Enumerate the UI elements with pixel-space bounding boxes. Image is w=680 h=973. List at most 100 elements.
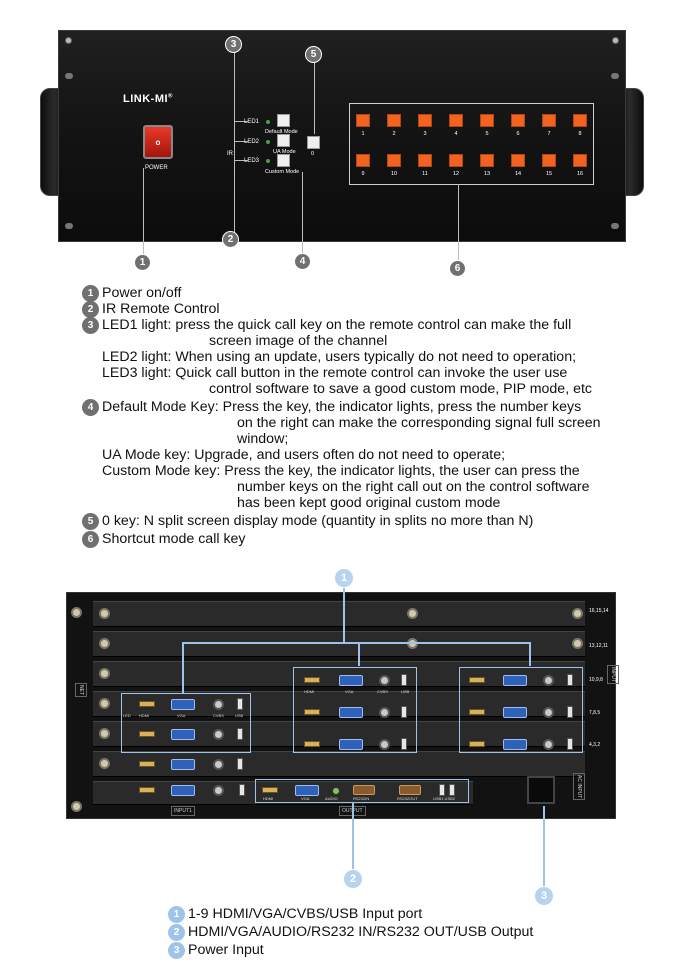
default-mode-label: Default Mode (265, 129, 298, 135)
legend-text: Power on/off (102, 285, 182, 301)
usb-port (237, 698, 243, 710)
legend-badge: 5 (82, 513, 99, 530)
custom-mode-desc: Custom Mode key: Press the key, the indi… (102, 463, 580, 479)
hdmi-port (139, 701, 155, 707)
rear-legend-item-3: 3 Power Input (168, 941, 533, 959)
legend-badge: 2 (168, 924, 185, 941)
cvbs-port (543, 675, 554, 686)
vga-port (339, 675, 363, 686)
rear-screw (99, 668, 110, 679)
vga-port (503, 707, 527, 718)
power-label: POWER (145, 165, 168, 171)
hdmi-port (304, 741, 320, 747)
port-label: HDMI (304, 689, 315, 694)
legend-badge: 3 (168, 942, 185, 959)
callout-line (182, 642, 530, 644)
legend-item-3: 3 LED1 light: press the quick call key o… (82, 317, 662, 397)
default-mode-desc-cont: on the right can make the corresponding … (237, 415, 601, 431)
shortcut-key-label: 9 (361, 171, 365, 177)
legend-item-5: 5 0 key: N split screen display mode (qu… (82, 513, 662, 530)
shortcut-key-label: 6 (516, 131, 520, 137)
port-label: LED (123, 713, 131, 718)
hdmi-port (139, 787, 155, 793)
shortcut-keys-panel: 1 2 3 4 5 6 7 8 9 10 11 12 13 (349, 103, 594, 185)
shortcut-key-label: 14 (514, 171, 522, 177)
usb-port (237, 758, 243, 770)
vga-output-port (295, 785, 319, 796)
callout-line (182, 642, 184, 694)
shortcut-key (542, 154, 556, 167)
output-highlight-box (255, 779, 469, 803)
cvbs-port (379, 739, 390, 750)
cvbs-port (213, 785, 224, 796)
rear-screw (99, 698, 110, 709)
callout-badge-5: 5 (305, 46, 322, 63)
shortcut-key-label: 7 (547, 131, 551, 137)
rs232-in-port (353, 785, 375, 795)
port-label: VGA (345, 689, 354, 694)
slot-row (93, 751, 585, 777)
default-mode-key (277, 114, 290, 127)
rs232-out-port (399, 785, 421, 795)
port-label: USB (235, 713, 244, 718)
input1-label: INPUT1 (171, 806, 195, 816)
row-label: 16,15,14 (589, 608, 609, 614)
panel-screw (65, 37, 72, 44)
led1-label: LED1 (244, 119, 260, 125)
port-label: RS232OUT (397, 796, 418, 801)
zero-key (307, 136, 320, 149)
port-label: AUDIO (325, 796, 338, 801)
callout-badge-1: 1 (134, 254, 151, 271)
shortcut-key-label: 15 (545, 171, 553, 177)
hdmi-port (469, 709, 485, 715)
port-label: HDMI (139, 713, 150, 718)
legend-item-2: 2 IR Remote Control (82, 301, 662, 318)
front-panel: LINK-MI® o POWER IR LED1 LED2 LED3 Defau… (58, 30, 626, 242)
slot-row (93, 631, 585, 657)
shortcut-key (418, 154, 432, 167)
port-label: VGA (177, 713, 186, 718)
callout-line (458, 184, 459, 260)
hdmi-port (139, 761, 155, 767)
rack-hole (611, 73, 619, 79)
front-panel-diagram: LINK-MI® o POWER IR LED1 LED2 LED3 Defau… (40, 30, 644, 242)
callout-badge-6: 6 (449, 260, 466, 277)
led3-indicator (266, 159, 270, 163)
callout-line (543, 806, 545, 888)
vga-port (503, 675, 527, 686)
shortcut-key (418, 114, 432, 127)
legend-text: Power Input (188, 942, 264, 958)
input-highlight-box (459, 667, 583, 753)
rear-screw (407, 638, 418, 649)
input-highlight-box (293, 667, 417, 753)
shortcut-key-label: 5 (485, 131, 489, 137)
power-symbol: o (155, 137, 161, 147)
port-label: USB1 USB2 (433, 796, 456, 801)
cvbs-port (379, 707, 390, 718)
usb-port (401, 706, 407, 718)
vga-port (339, 739, 363, 750)
callout-badge-3: 3 (225, 36, 242, 53)
legend-text: Shortcut mode call key (102, 531, 246, 547)
usb2-port (449, 784, 455, 796)
port-label: CVBS (377, 689, 388, 694)
vga-port (171, 785, 195, 796)
rear-screw (572, 638, 583, 649)
legend-text: 0 key: N split screen display mode (quan… (102, 513, 534, 529)
shortcut-key (387, 114, 401, 127)
ua-mode-desc: UA Mode key: Upgrade, and users often do… (102, 447, 506, 463)
led3-desc-cont: control software to save a good custom m… (209, 381, 592, 397)
shortcut-key (387, 154, 401, 167)
cvbs-port (213, 759, 224, 770)
shortcut-key (356, 154, 370, 167)
custom-mode-label: Custom Mode (265, 169, 300, 175)
usb-port (401, 674, 407, 686)
shortcut-key-label: 16 (576, 171, 584, 177)
panel-screw (612, 37, 619, 44)
rear-callout-3: 3 (534, 886, 554, 906)
ua-mode-key (277, 134, 290, 147)
ac-input-label: AC INPUT (573, 773, 585, 801)
shortcut-key (480, 114, 494, 127)
callout-line (529, 642, 531, 666)
callout-line (143, 168, 144, 256)
